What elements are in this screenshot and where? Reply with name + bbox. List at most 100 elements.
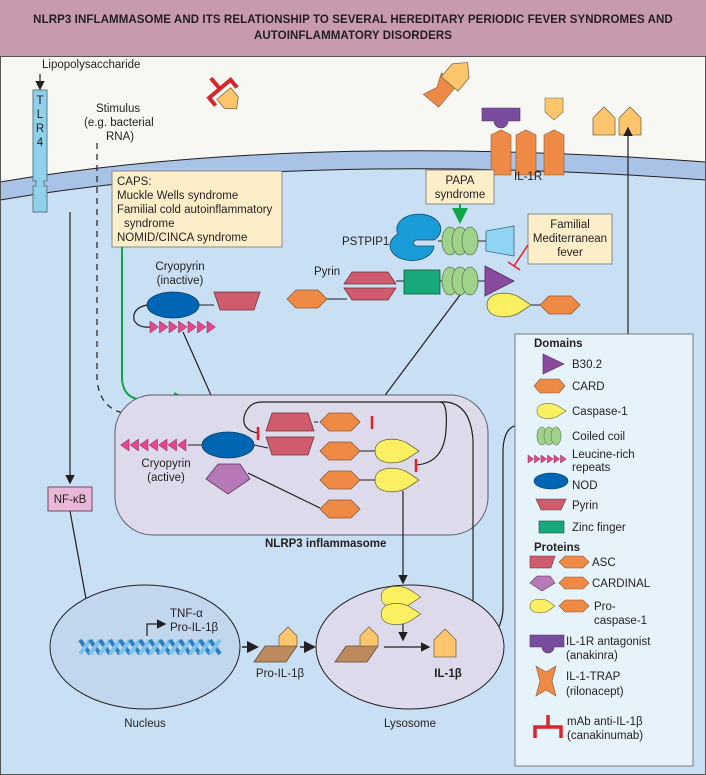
dna-strand (98, 638, 112, 656)
card-domain (319, 441, 361, 461)
pro-caspase-1-icon (529, 598, 590, 614)
canakinumab-bound-il1b (206, 76, 239, 110)
svg-text:Coiled coil: Coiled coil (572, 431, 625, 443)
cryopyrin-inactive (133, 291, 261, 334)
svg-text:(rilonacept): (rilonacept) (566, 686, 624, 698)
dna-strand (118, 638, 132, 656)
tlr4-receptor: T L R 4 (32, 89, 48, 213)
svg-text:Familial: Familial (550, 219, 590, 231)
caps-disease-box: CAPS: Muckle Wells syndrome Familial col… (111, 170, 283, 248)
card-domain (319, 470, 361, 490)
pro-il1b-label: Pro-IL-1β (256, 668, 305, 680)
cryopyrin-active (120, 431, 269, 459)
il-1r-antagonist-icon (529, 634, 565, 654)
cardinal-card-domain (319, 499, 361, 519)
pro-il1b-protein (253, 626, 298, 663)
leucine-rich-repeat (129, 438, 139, 452)
svg-text:syndrome: syndrome (124, 218, 175, 230)
svg-text:CARDINAL: CARDINAL (592, 578, 651, 590)
svg-text:NOD: NOD (572, 480, 598, 492)
asc-protein (265, 412, 361, 456)
tlr4-letter: L (37, 109, 44, 121)
b30-2-icon (542, 353, 565, 375)
leucine-rich-repeat (139, 438, 149, 452)
nlrp3-inflammasome-complex (114, 394, 489, 536)
lysosome-label: Lysosome (384, 718, 436, 730)
svg-text:PAPA: PAPA (446, 175, 475, 187)
tnf-alpha-label: TNF-α (170, 608, 203, 620)
svg-text:Muckle Wells syndrome: Muckle Wells syndrome (117, 190, 238, 202)
leucine-rich-repeat (167, 438, 177, 452)
leucine-rich-repeat (168, 320, 178, 334)
svg-text:CARD: CARD (572, 381, 605, 393)
svg-text:Familial cold autoinflammatory: Familial cold autoinflammatory (117, 204, 273, 216)
dna-strand (148, 638, 162, 656)
svg-text:NOMID/CINCA syndrome: NOMID/CINCA syndrome (117, 232, 247, 244)
pstpip1-protein (389, 213, 515, 261)
leucine-rich-repeats-icon (527, 454, 567, 464)
dna-strand (168, 638, 182, 656)
svg-text:(anakinra): (anakinra) (566, 650, 618, 662)
svg-text:Zinc finger: Zinc finger (572, 522, 626, 534)
dna-strand (88, 638, 102, 656)
papa-disease-box: PAPA syndrome (425, 169, 495, 205)
leucine-rich-repeat (553, 454, 561, 464)
pyrin-label: Pyrin (314, 266, 340, 278)
svg-text:Caspase-1: Caspase-1 (572, 406, 628, 418)
nfkb-box (47, 486, 93, 512)
cryopyrin-inactive-label: Cryopyrin (155, 261, 204, 273)
svg-text:repeats: repeats (572, 462, 611, 474)
lipopolysaccharide-label: Lipopolysaccharide (42, 59, 140, 71)
card-icon (533, 378, 566, 394)
dna-strand (178, 638, 192, 656)
transcription-arrow (146, 619, 167, 636)
diagram-canvas: T L R 4 Lipopolysaccharide Stimulus (e.g… (0, 56, 706, 775)
legend-domains-title: Domains (534, 338, 583, 350)
asc-icon (529, 555, 590, 569)
cryopyrin-active-label: (active) (147, 472, 185, 484)
svg-text:Mediterranean: Mediterranean (533, 233, 607, 245)
leucine-rich-repeat (197, 320, 207, 334)
leucine-rich-repeat (158, 438, 168, 452)
stimulus-label: (e.g. bacterial (84, 117, 154, 129)
mab-anti-il-1b-icon (533, 715, 563, 738)
tlr4-letter: 4 (37, 137, 44, 149)
dna-strand (158, 638, 172, 656)
svg-text:Pyrin: Pyrin (572, 500, 598, 512)
svg-text:caspase-1: caspase-1 (594, 615, 647, 627)
leucine-rich-repeat (560, 454, 567, 464)
coiled-coil-icon (536, 426, 562, 446)
dna-helix (78, 638, 222, 656)
svg-text:IL-1-TRAP: IL-1-TRAP (566, 671, 621, 683)
figure-title-bar: NLRP3 INFLAMMASOME AND ITS RELATIONSHIP … (0, 0, 706, 56)
il1r-label: IL-1R (514, 171, 542, 183)
cardinal-protein (205, 463, 251, 495)
tlr4-letter: T (36, 95, 43, 107)
feedback-loop (243, 401, 447, 466)
dna-strand (198, 638, 212, 656)
stimulus-label: Stimulus (96, 103, 140, 115)
legend-proteins-title: Proteins (534, 542, 580, 554)
leucine-rich-repeat (178, 320, 188, 334)
il1r-receptors (481, 97, 565, 176)
pyrin-icon (535, 498, 567, 511)
leucine-rich-repeat (187, 320, 197, 334)
cryopyrin-active-label: Cryopyrin (141, 458, 190, 470)
cryopyrin-inactive-label: (inactive) (157, 275, 204, 287)
inflammasome-label: NLRP3 inflammasome (265, 538, 386, 550)
pyrin-protein (286, 265, 581, 318)
svg-text:fever: fever (557, 247, 583, 259)
dna-strand (138, 638, 152, 656)
dna-strand (188, 638, 202, 656)
caspase-1-icon (536, 403, 567, 419)
leucine-rich-repeat (547, 454, 554, 464)
dna-strand (128, 638, 142, 656)
il1b-label: IL-1β (434, 668, 461, 680)
legend: Domains B30.2 CARD Caspase-1 Coiled coil… (514, 333, 694, 767)
stimulus-label: RNA) (106, 131, 134, 143)
svg-text:CAPS:: CAPS: (117, 176, 152, 188)
pro-il1b-in-lysosome (334, 626, 379, 663)
svg-text:ASC: ASC (592, 557, 616, 569)
svg-text:syndrome: syndrome (435, 189, 486, 201)
anakinra-bound (481, 107, 521, 129)
